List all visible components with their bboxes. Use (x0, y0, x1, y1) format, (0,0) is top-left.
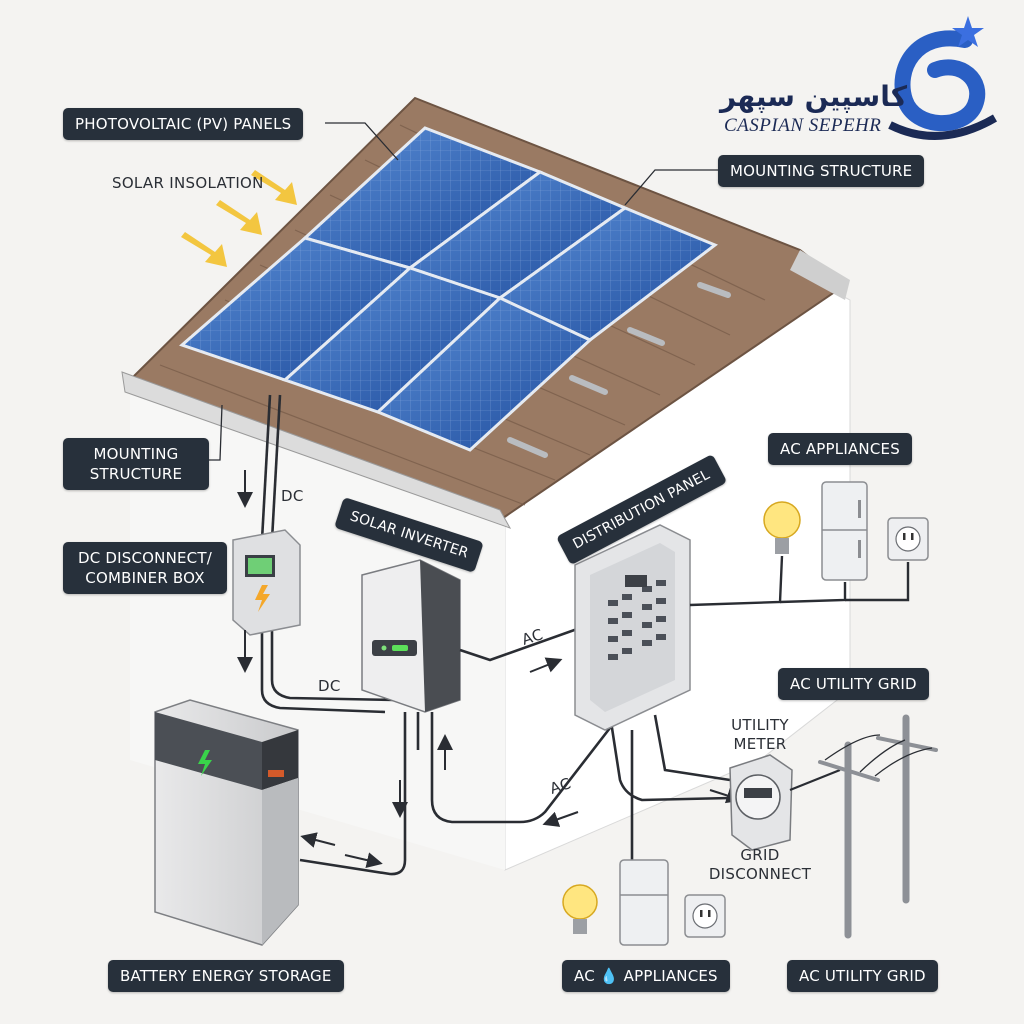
flow-arrows (237, 470, 743, 868)
label-solar-insolation: SOLAR INSOLATION (112, 174, 264, 192)
label-dc-disconnect: DC DISCONNECT/ COMBINER BOX (63, 542, 227, 594)
label-ac-utility-grid-bottom: AC UTILITY GRID (787, 960, 938, 992)
ac-wires (299, 626, 731, 876)
label-grid-disconnect: GRID DISCONNECT (708, 846, 812, 883)
utility-pole-icon (844, 714, 910, 939)
label-mounting-structure-top: MOUNTING STRUCTURE (718, 155, 925, 187)
brand-name-en: CASPIAN SEPEHR (724, 115, 882, 136)
brand-logo-icon (888, 16, 998, 140)
solar-inverter-unit (361, 559, 461, 713)
dc-wires (260, 394, 396, 714)
outlet-icon (684, 894, 726, 938)
label-ac-utility-grid-top: AC UTILITY GRID (778, 668, 929, 700)
wire-label-dc-bottom: DC (318, 677, 341, 695)
meter-icon (729, 754, 793, 851)
dc-combiner-box (232, 529, 301, 636)
label-ac-appliances-bottom: AC 💧 APPLIANCES (562, 960, 730, 992)
appliances-bottom (562, 859, 726, 946)
sun-arrow-icon (181, 170, 297, 267)
refrigerator-icon (821, 481, 868, 581)
battery-energy-storage-unit (154, 699, 299, 946)
lightbulb-icon (763, 501, 801, 554)
wire-label-dc-top: DC (281, 487, 304, 505)
label-battery-storage: BATTERY ENERGY STORAGE (108, 960, 344, 992)
refrigerator-icon (619, 859, 669, 946)
label-pv-panels: PHOTOVOLTAIC (PV) PANELS (63, 108, 304, 140)
pv-panel-array (179, 126, 718, 452)
lightning-icon (255, 585, 270, 612)
appliances-top (689, 481, 929, 607)
label-mounting-structure-left: MOUNTING STRUCTURE (63, 438, 209, 490)
lightbulb-icon (562, 884, 598, 934)
mounting-rails (507, 282, 731, 458)
label-ac-appliances-top: AC APPLIANCES (768, 433, 912, 465)
brand-name-fa: کاسپین سپهر (720, 80, 908, 113)
label-utility-meter: UTILITY METER (731, 716, 789, 753)
outlet-icon (887, 517, 929, 561)
distribution-panel-unit (574, 524, 691, 731)
